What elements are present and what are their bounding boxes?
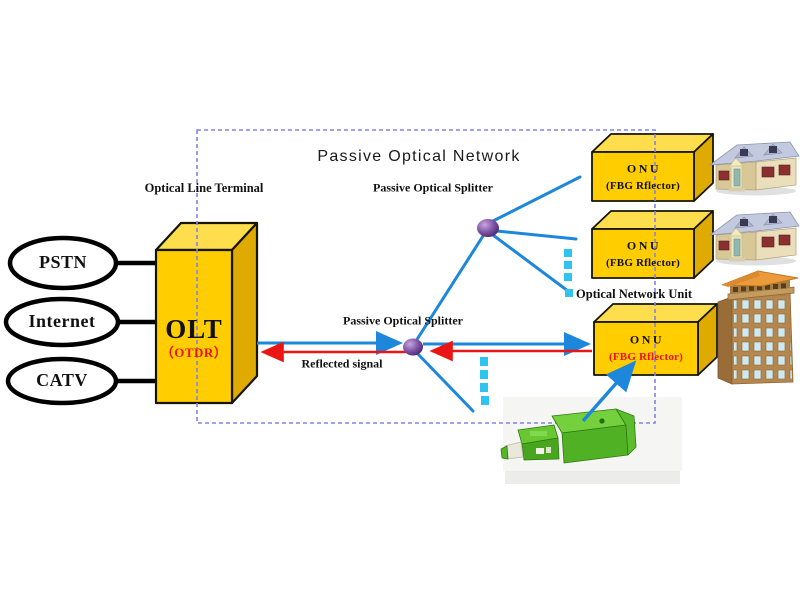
pstn-ellipse — [7, 235, 119, 291]
onu2-sub: (FBG Rflector) — [606, 256, 680, 269]
olt-label: OLT — [165, 314, 223, 345]
olt-caption: Optical Line Terminal — [144, 181, 264, 196]
house-icon-1 — [708, 141, 800, 196]
onu-box-2 — [591, 210, 714, 279]
splitter-node-2 — [403, 338, 423, 356]
onu3-sub: (FBG Rflector) — [609, 350, 683, 363]
fiber-connector-body — [500, 408, 637, 464]
internet-label: Internet — [28, 311, 96, 332]
pstn-label: PSTN — [38, 252, 88, 273]
onu3-name: ONU — [629, 332, 665, 347]
more-onus-dots-lower — [480, 357, 489, 405]
onu-box-1 — [591, 133, 714, 202]
service-nodes — [3, 235, 121, 406]
diagram-title: Passive Optical Network — [317, 148, 521, 166]
internet-ellipse — [3, 296, 121, 348]
pon-boundary — [196, 129, 656, 424]
olt-box — [154, 221, 259, 405]
onu1-sub: (FBG Rflector) — [606, 179, 680, 192]
more-onus-dots-upper — [564, 249, 573, 297]
office-building-icon — [717, 270, 799, 385]
service-links — [115, 260, 158, 384]
splitter-label-2: Passive Optical Splitter — [343, 313, 463, 328]
splitter-label-1: Passive Optical Splitter — [373, 180, 493, 195]
catv-ellipse — [5, 356, 119, 406]
house-icon-2 — [708, 211, 800, 266]
fiber-lines — [414, 175, 582, 413]
connector-to-onu3-arrow — [581, 360, 637, 423]
reflected-signal-label: Reflected signal — [301, 356, 383, 371]
olt-otdr-label: （OTDR） — [160, 344, 228, 360]
onu-caption: Optical Network Unit — [576, 287, 692, 302]
catv-label: CATV — [36, 370, 88, 391]
splitter-node-1 — [477, 219, 499, 237]
onu2-name: ONU — [626, 238, 662, 253]
onu1-name: ONU — [626, 161, 662, 176]
